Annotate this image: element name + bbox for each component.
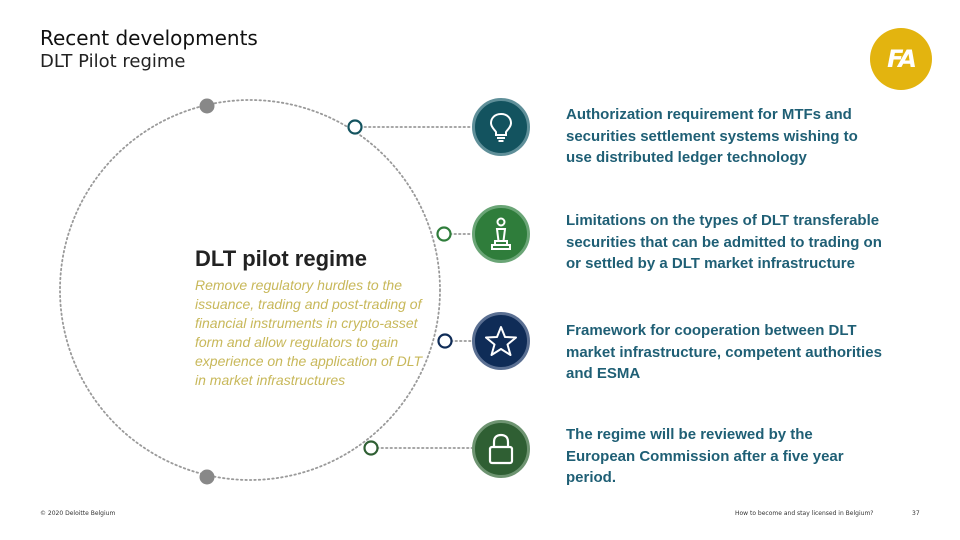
slide-subtitle: DLT Pilot regime	[40, 51, 186, 72]
node-2	[436, 226, 452, 242]
node-3	[437, 333, 453, 349]
top-dot	[199, 98, 215, 114]
item-4-text: The regime will be reviewed by the Europ…	[566, 426, 844, 486]
logo-text: FA	[887, 45, 917, 73]
star-icon	[485, 326, 517, 356]
center-block: DLT pilot regime Remove regulatory hurdl…	[195, 246, 435, 390]
item-2-badge	[472, 205, 530, 263]
fa-logo: FA	[870, 28, 932, 90]
page-number: 37	[912, 510, 920, 517]
item-4-badge	[472, 420, 530, 478]
item-1-text: Authorization requirement for MTFs and s…	[566, 106, 858, 166]
dotted-circle	[59, 99, 441, 481]
node-1	[347, 119, 363, 135]
lock-icon	[488, 433, 514, 465]
center-title: DLT pilot regime	[195, 246, 367, 271]
center-description: Remove regulatory hurdles to the issuanc…	[195, 277, 422, 388]
item-1-badge	[472, 98, 530, 156]
slide-title: Recent developments	[40, 26, 258, 50]
lightbulb-icon	[489, 112, 513, 142]
chess-piece-icon	[491, 217, 511, 250]
bottom-dot	[199, 469, 215, 485]
footer-document-title: How to become and stay licensed in Belgi…	[735, 510, 874, 517]
node-4	[363, 440, 379, 456]
item-3-text: Framework for cooperation between DLT ma…	[566, 322, 882, 382]
item-3-badge	[472, 312, 530, 370]
footer-copyright: © 2020 Deloitte Belgium	[40, 510, 116, 517]
item-2-text: Limitations on the types of DLT transfer…	[566, 212, 882, 272]
